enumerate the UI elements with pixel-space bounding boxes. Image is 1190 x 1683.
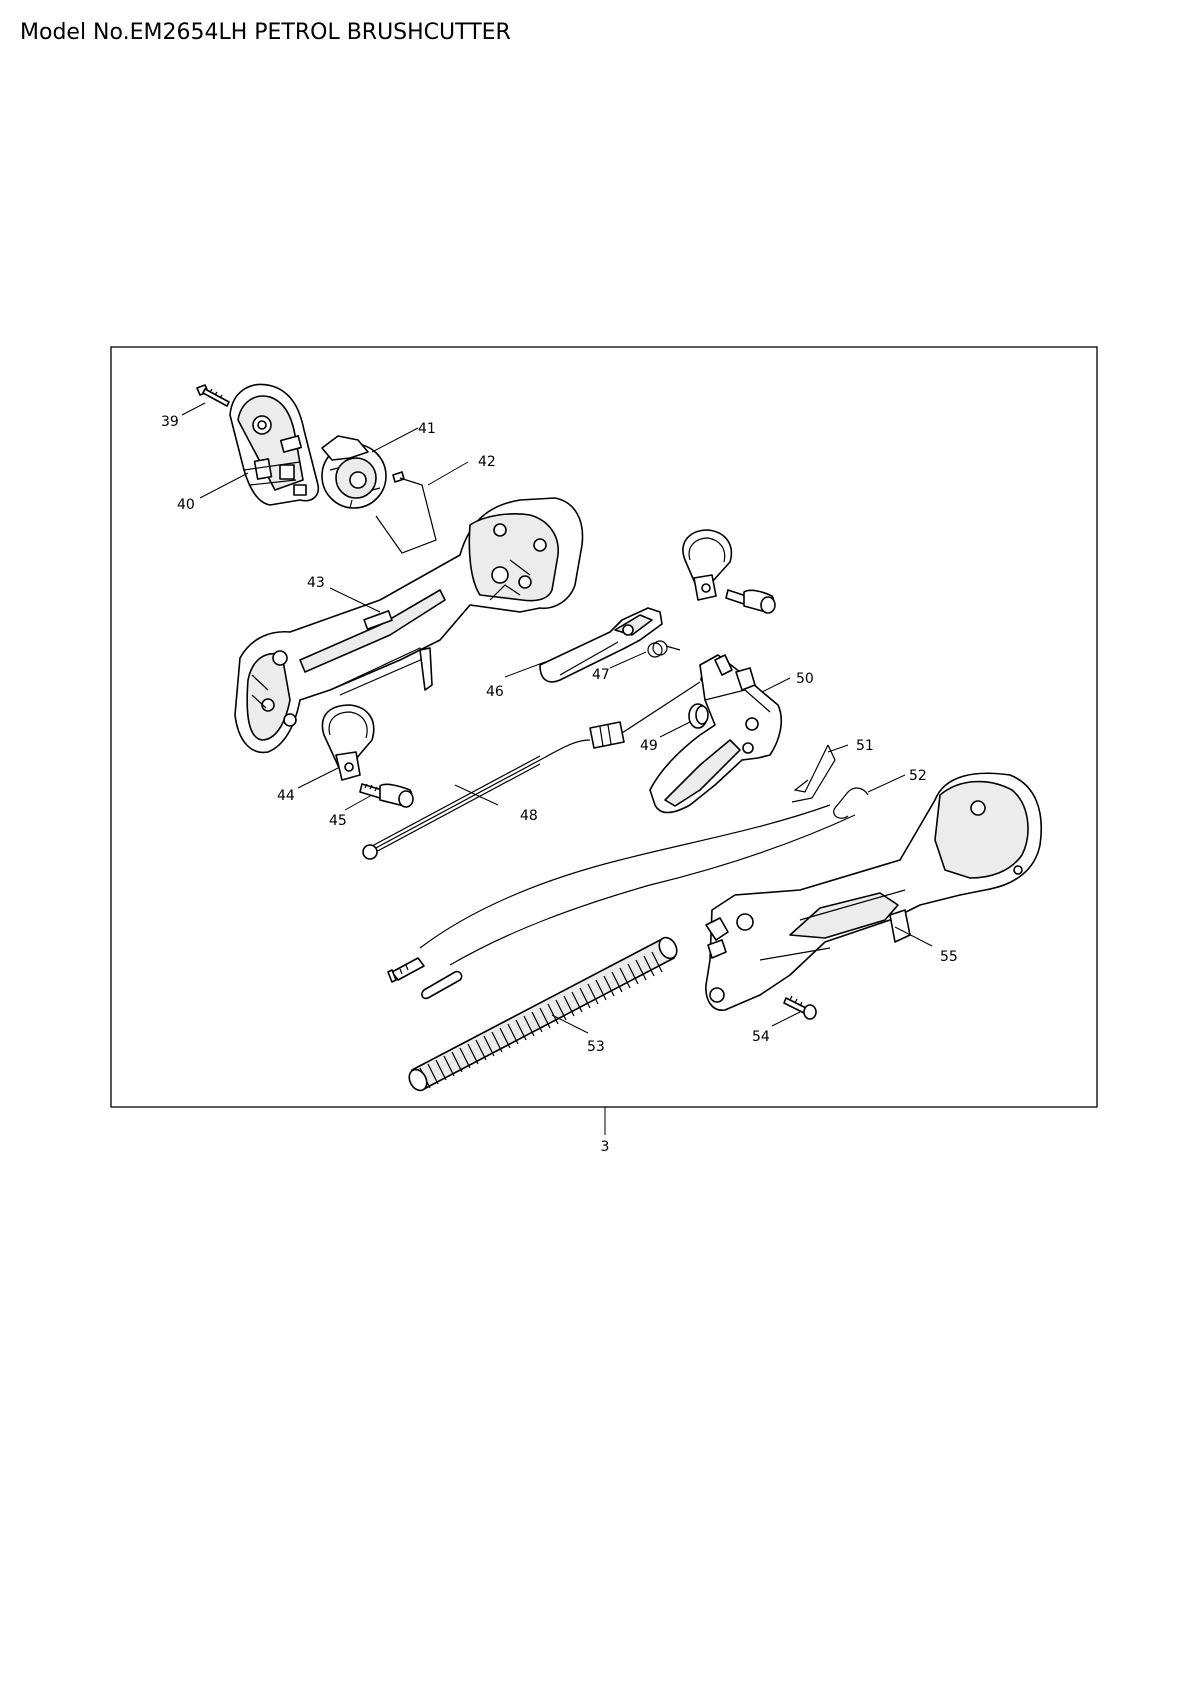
part-label-54: 54 (752, 1029, 770, 1045)
bolt-upper-drawing (725, 589, 776, 614)
part-48-throttle-cable-drawing (362, 675, 708, 860)
part-55-grip-drawing (705, 772, 1042, 1011)
part-45-bolt-drawing (359, 783, 414, 808)
part-39-screw-drawing (196, 384, 230, 407)
part-47-spring-drawing (647, 640, 681, 658)
part-46-throttle-trigger-drawing (539, 607, 663, 683)
part-label-49: 49 (640, 738, 658, 754)
part-label-39: 39 (161, 414, 179, 430)
part-53-corrugated-tube-drawing (408, 936, 678, 1092)
part-label-47: 47 (592, 667, 610, 683)
part-50-lever-housing-drawing (649, 654, 782, 814)
part-label-51: 51 (856, 738, 874, 754)
stop-cord-drawing (387, 804, 856, 1000)
clamp-upper-drawing (682, 529, 733, 601)
part-52-wire-hook-drawing (833, 787, 869, 819)
part-49-nut-drawing (688, 703, 709, 729)
part-label-50: 50 (796, 671, 814, 687)
part-label-45: 45 (329, 813, 347, 829)
part-label-42: 42 (478, 454, 496, 470)
page-title: Model No.EM2654LH PETROL BRUSHCUTTER (20, 20, 511, 45)
part-54-screw-drawing (783, 995, 817, 1020)
part-label-43: 43 (307, 575, 325, 591)
part-42-wire-spring-drawing (375, 471, 437, 554)
part-51-wire-loop-drawing (791, 744, 836, 803)
part-label-55: 55 (940, 949, 958, 965)
part-label-53: 53 (587, 1039, 605, 1055)
part-label-41: 41 (418, 421, 436, 437)
part-40-handle-cover-drawing (229, 383, 320, 506)
part-label-44: 44 (277, 788, 295, 804)
assembly-ref-label: 3 (601, 1139, 610, 1155)
part-label-46: 46 (486, 684, 504, 700)
part-44-clamp-drawing (321, 704, 375, 781)
part-label-52: 52 (909, 768, 927, 784)
diagram-frame (110, 346, 1098, 1108)
part-41-switch-drawing (321, 435, 387, 509)
leader-lines (181, 402, 933, 1034)
part-43-handle-housing-drawing (234, 497, 584, 754)
part-label-40: 40 (177, 497, 195, 513)
part-label-48: 48 (520, 808, 538, 824)
